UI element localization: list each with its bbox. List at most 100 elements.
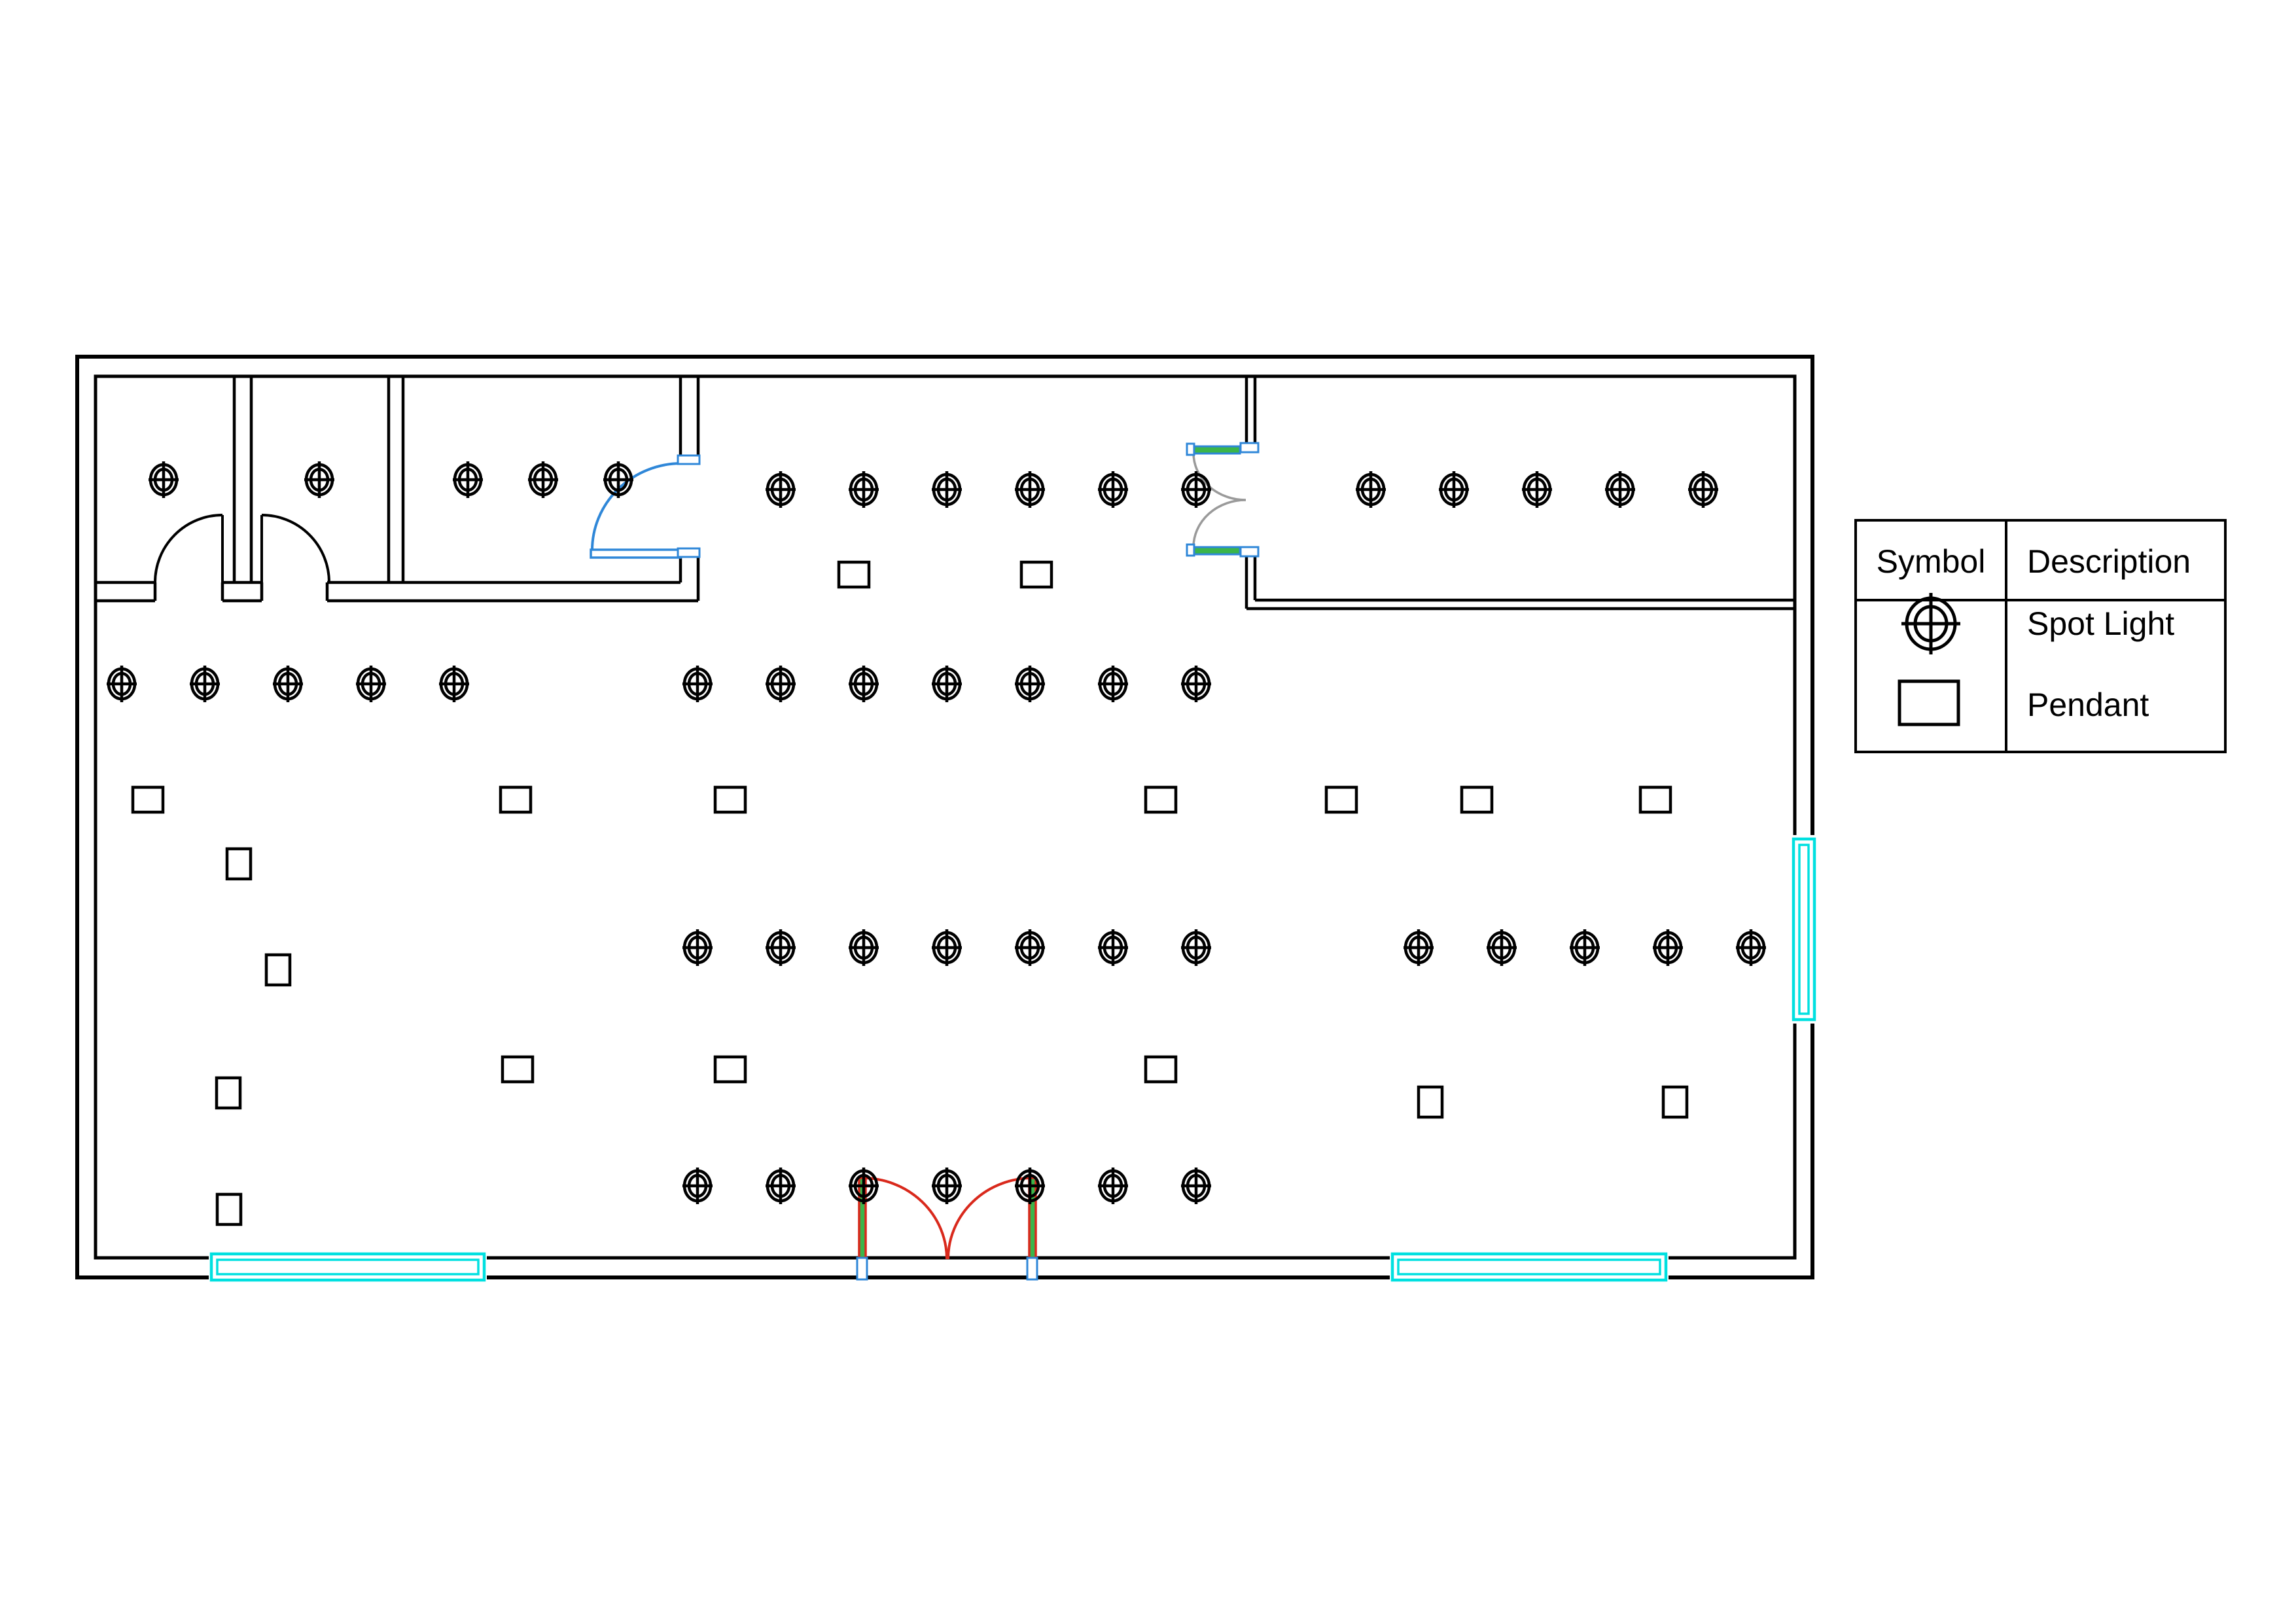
spot-light-symbol xyxy=(304,461,334,498)
spot-light-symbol xyxy=(682,666,713,702)
spot-light-symbol xyxy=(1015,666,1045,702)
spot-light-symbol xyxy=(766,666,796,702)
window-frame-outer xyxy=(1390,1252,1668,1282)
spot-light-symbol xyxy=(1098,666,1128,702)
window-opening xyxy=(209,1250,487,1284)
pendant-symbol xyxy=(837,560,871,589)
legend-spot-light-icon xyxy=(1901,593,1960,654)
door-swing-arc xyxy=(261,514,330,583)
spot-light-symbol xyxy=(107,666,137,702)
spot-light-symbol xyxy=(932,1168,962,1204)
pendant-symbol xyxy=(713,1055,747,1084)
spot-light-symbol xyxy=(528,461,558,498)
legend-pendant-icon xyxy=(1898,679,1960,726)
spot-light-symbol xyxy=(356,666,386,702)
legend-header-symbol: Symbol xyxy=(1877,543,1986,580)
spot-light-symbol xyxy=(603,461,633,498)
spot-light-symbol xyxy=(1356,471,1386,508)
spot-light-symbol xyxy=(1605,471,1635,508)
spot-light-symbol xyxy=(1404,929,1434,966)
door-hardware xyxy=(1239,442,1260,454)
pendant-symbol xyxy=(215,1076,242,1110)
spot-light-symbol xyxy=(273,666,303,702)
spot-light-symbol xyxy=(149,461,179,498)
spot-light-symbol xyxy=(1439,471,1469,508)
spot-light-symbol xyxy=(1015,929,1045,966)
spot-light-symbol xyxy=(682,1168,713,1204)
door-arc xyxy=(862,1177,948,1260)
legend-pendant-label: Pendant xyxy=(2027,687,2149,723)
pendant-symbol xyxy=(1144,785,1178,814)
pendant-symbol xyxy=(713,785,747,814)
spot-light-symbol xyxy=(1736,929,1766,966)
spot-light-symbol xyxy=(932,471,962,508)
door-arc xyxy=(1192,499,1246,548)
spot-light-symbol xyxy=(1487,929,1517,966)
pendant-symbol xyxy=(131,785,165,814)
pendant-symbol xyxy=(1324,785,1358,814)
window-frame-outer xyxy=(209,1252,486,1282)
window-frame-inner xyxy=(1798,844,1810,1015)
pendant-symbol xyxy=(501,1055,535,1084)
pendant-symbol xyxy=(225,847,253,881)
spot-light-symbol xyxy=(1098,1168,1128,1204)
door-hardware xyxy=(677,454,701,465)
spot-light-symbol xyxy=(1098,471,1128,508)
spot-light-symbol xyxy=(439,666,469,702)
window-frame-inner xyxy=(216,1258,480,1275)
door-hardware xyxy=(1239,546,1260,558)
plan-graphics xyxy=(75,355,1817,1284)
pendant-symbol xyxy=(1661,1085,1689,1119)
door-hardware xyxy=(1026,1257,1038,1281)
door-hardware xyxy=(856,1257,868,1281)
pendant-symbol xyxy=(1417,1085,1444,1119)
spot-light-symbol xyxy=(849,666,879,702)
door-arc xyxy=(947,1177,1033,1260)
window-frame-outer xyxy=(1792,837,1816,1022)
spot-light-symbol xyxy=(1522,471,1552,508)
door-hardware xyxy=(1186,543,1195,557)
spot-light-symbol xyxy=(766,1168,796,1204)
legend-table: Symbol Description Spot Light Pendant xyxy=(1854,519,2227,753)
spot-light-symbol xyxy=(1181,471,1211,508)
spot-light-symbol xyxy=(766,471,796,508)
door-hardware xyxy=(1192,445,1241,455)
pendant-symbol xyxy=(1019,560,1053,589)
spot-light-symbol xyxy=(932,666,962,702)
pendant-symbol xyxy=(1460,785,1494,814)
spot-light-symbol xyxy=(849,929,879,966)
spot-light-symbol xyxy=(1653,929,1683,966)
spot-light-symbol xyxy=(766,929,796,966)
door-hardware xyxy=(1186,442,1195,456)
spot-light-symbol xyxy=(1015,471,1045,508)
spot-light-symbol xyxy=(1015,1168,1045,1204)
door-swing-arc xyxy=(154,514,223,583)
spot-light-symbol xyxy=(1181,929,1211,966)
spot-light-symbol xyxy=(849,1168,879,1204)
door-hardware xyxy=(1192,546,1241,556)
spot-light-symbol xyxy=(1570,929,1600,966)
pendant-symbol xyxy=(215,1192,243,1226)
legend-border xyxy=(1854,519,2227,753)
spot-light-symbol xyxy=(190,666,220,702)
building-inner-wall xyxy=(94,374,1797,1260)
window-opening xyxy=(1390,1250,1669,1284)
door-hardware xyxy=(590,548,682,559)
spot-light-symbol xyxy=(1181,666,1211,702)
spot-light-symbol xyxy=(932,929,962,966)
spot-light-symbol xyxy=(1181,1168,1211,1204)
door-hardware xyxy=(677,547,701,558)
legend-spot-light-label: Spot Light xyxy=(2027,605,2174,642)
pendant-symbol xyxy=(264,953,292,987)
legend-header-description: Description xyxy=(2027,543,2191,580)
spot-light-symbol xyxy=(1688,471,1718,508)
window-frame-inner xyxy=(1397,1258,1661,1275)
pendant-symbol xyxy=(1144,1055,1178,1084)
spot-light-symbol xyxy=(849,471,879,508)
building-outer-wall xyxy=(75,355,1814,1279)
spot-light-symbol xyxy=(453,461,483,498)
window-opening xyxy=(1791,835,1817,1024)
spot-light-symbol xyxy=(1098,929,1128,966)
pendant-symbol xyxy=(1638,785,1672,814)
